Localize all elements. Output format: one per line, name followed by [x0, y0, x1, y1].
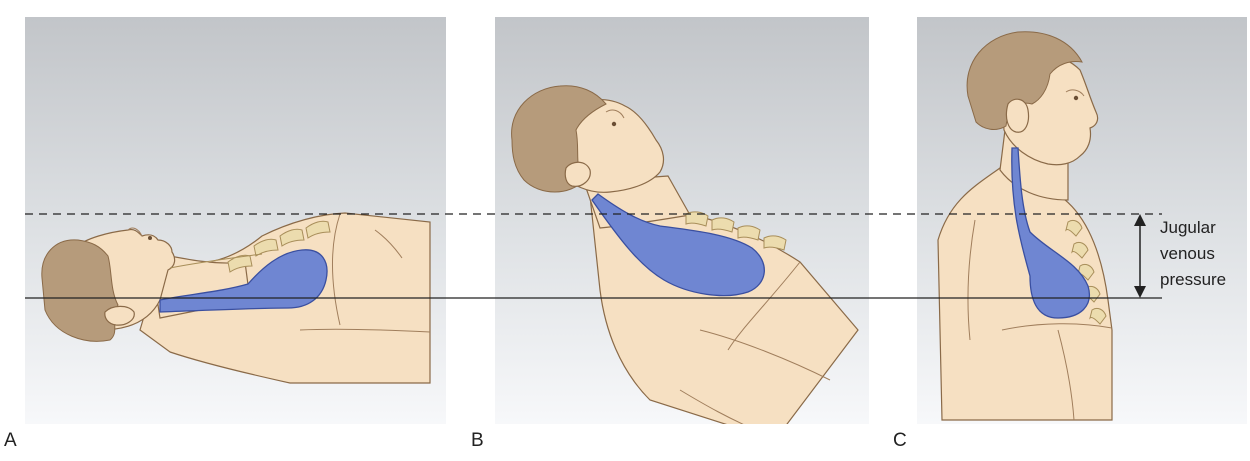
panel-c: C [893, 17, 1247, 451]
panel-a-jugular-vein [159, 249, 328, 313]
annotation-line-1: Jugular [1160, 218, 1216, 237]
panel-a-label: A [4, 430, 17, 451]
annotation-line-2: venous [1160, 244, 1215, 263]
panel-a-ribs [169, 220, 331, 273]
panel-b-hair [511, 85, 607, 193]
panel-c-label: C [893, 430, 907, 451]
panel-b-ribs [685, 211, 787, 251]
panel-c-ear [1005, 98, 1030, 133]
panel-b-label: B [471, 430, 484, 451]
panel-b-ear [564, 161, 591, 187]
annotation-line-3: pressure [1160, 270, 1226, 289]
panel-a: A [4, 17, 446, 451]
panel-a-ear [104, 305, 135, 326]
panel-c-hair [966, 31, 1083, 130]
panel-c-jugular-vein [1011, 147, 1090, 319]
panel-b: B [471, 17, 869, 451]
double-headed-arrow-icon [1134, 214, 1146, 298]
panel-a-hair [41, 239, 119, 342]
panel-b-jugular-vein [591, 193, 765, 297]
